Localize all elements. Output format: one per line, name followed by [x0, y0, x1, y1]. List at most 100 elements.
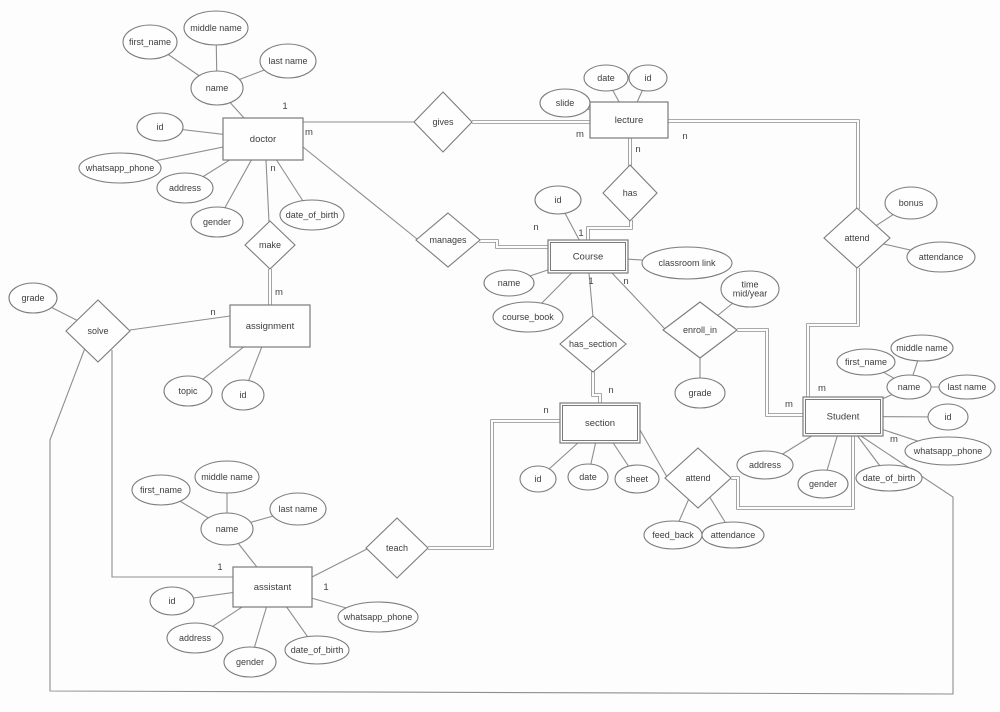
attribute-assistant-date-of-birth	[284, 635, 350, 665]
attribute-label-assignment-id: id	[239, 390, 246, 400]
edge-course-has-section	[588, 272, 594, 318]
entity-label-section: section	[585, 418, 615, 429]
attribute-student-middle-name	[890, 334, 954, 362]
attribute-doctor-gender	[190, 206, 244, 238]
attribute-doctor-date-of-birth	[279, 199, 345, 231]
edge-section-attend-bottom	[639, 429, 668, 478]
relationship-label-attend-top: attend	[844, 233, 869, 243]
attribute-label-doctor-first-name: first_name	[129, 37, 171, 47]
cardinality-doctor-manages: m	[305, 127, 313, 138]
attribute-assistant-address	[166, 622, 224, 654]
attribute-label-doctor-id: id	[156, 122, 163, 132]
attribute-label-student-middle-name: middle name	[896, 343, 948, 353]
attribute-label-doctor-gender: gender	[203, 217, 231, 227]
attribute-attend-top-attendance	[906, 241, 976, 273]
attribute-lecture-slide	[539, 88, 591, 118]
cardinality-doctor-gives: 1	[282, 101, 287, 112]
attribute-label-assistant-address: address	[179, 633, 212, 643]
edges-layer	[49, 119, 954, 695]
attribute-label-lecture-date: date	[597, 73, 615, 83]
attribute-section-sheet	[614, 464, 660, 494]
attribute-label-student-id: id	[944, 412, 951, 422]
relationship-enroll-in	[662, 301, 738, 359]
attribute-attend-top-bonus	[884, 186, 938, 220]
relationship-label-has-section: has_section	[569, 339, 617, 349]
entity-course	[547, 239, 629, 274]
attribute-label-student-whatsapp-phone: whatsapp_phone	[913, 446, 983, 456]
attribute-label-lecture-id: id	[644, 73, 651, 83]
attribute-assistant-name	[200, 512, 254, 546]
attribute-assistant-id	[149, 586, 195, 616]
attribute-attend-bottom-attendance	[701, 521, 765, 549]
cardinality-course-enroll-in: n	[623, 276, 628, 287]
attribute-course-name	[483, 269, 535, 297]
relationship-label-teach: teach	[386, 543, 408, 553]
edge-solve-assignment	[129, 315, 231, 331]
attribute-label-assistant-gender: gender	[236, 657, 264, 667]
cardinality-course-has: 1	[578, 228, 583, 239]
cardinality-section-has-section: n	[608, 385, 613, 396]
attribute-label-attend-top-bonus: bonus	[899, 198, 924, 208]
relationship-label-make: make	[259, 240, 281, 250]
attribute-enroll-in-time-mid-year	[720, 270, 780, 308]
attribute-label-doctor-address: address	[169, 183, 202, 193]
edge-solve-assistant	[111, 350, 233, 578]
attribute-solve-grade	[8, 282, 58, 314]
attribute-lecture-id	[628, 64, 668, 92]
attribute-label-section-id: id	[534, 474, 541, 484]
attribute-assistant-first-name	[131, 474, 191, 506]
entity-label-doctor: doctor	[250, 134, 276, 145]
attribute-student-last-name	[938, 374, 996, 400]
relationship-make	[244, 220, 296, 270]
attribute-assistant-middle-name	[194, 460, 260, 494]
attribute-label-student-first-name: first_name	[845, 357, 887, 367]
attribute-student-gender	[797, 469, 849, 499]
attribute-label-assistant-id: id	[168, 596, 175, 606]
attribute-label-section-date: date	[579, 472, 597, 482]
entity-assignment	[229, 304, 311, 348]
attribute-label-doctor-name: name	[206, 83, 229, 93]
attribute-course-course-book	[492, 301, 564, 333]
attribute-label-student-name: name	[898, 382, 921, 392]
attribute-section-date	[567, 463, 609, 491]
attribute-label-enroll-in-grade: grade	[688, 388, 711, 398]
relationship-gives	[413, 91, 473, 153]
cardinality-lecture-gives: m	[576, 129, 584, 140]
edge-has-section-section	[591, 371, 602, 403]
cardinality-assignment-solve: n	[210, 307, 215, 318]
attribute-assistant-whatsapp-phone	[337, 601, 419, 633]
attribute-label-solve-grade: grade	[21, 293, 44, 303]
cardinality-lecture-has: n	[635, 144, 640, 155]
shapes-layer	[8, 10, 996, 678]
cardinality-student-attend: m	[818, 383, 826, 394]
attribute-doctor-whatsapp-phone	[78, 152, 162, 184]
cardinality-course-has-section: 1	[588, 276, 593, 287]
entity-label-course: Course	[573, 252, 604, 263]
relationship-solve	[65, 299, 131, 363]
attribute-doctor-first-name	[122, 24, 178, 60]
edge-manages-course	[479, 239, 548, 249]
attribute-label-student-gender: gender	[809, 479, 837, 489]
cardinality-section-teach: n	[543, 405, 548, 416]
attribute-doctor-last-name	[259, 43, 317, 79]
attribute-label-assistant-name: name	[216, 524, 239, 534]
entity-lecture	[589, 101, 669, 139]
attribute-label-assistant-middle-name: middle name	[201, 472, 253, 482]
labels-layer: doctorlectureCourseassignmentsectionStud…	[21, 23, 986, 667]
cardinality-assistant-teach: 1	[323, 582, 328, 593]
attribute-doctor-id	[136, 112, 184, 142]
cardinality-assistant-solve: 1	[217, 562, 222, 573]
attribute-student-whatsapp-phone	[904, 436, 992, 466]
relationship-attend-top	[823, 207, 891, 269]
entity-assistant	[232, 566, 313, 608]
attribute-assistant-gender	[223, 646, 277, 678]
cardinality-doctor-make: n	[270, 163, 275, 174]
edge-doctor-make	[265, 159, 270, 223]
relationship-label-enroll-in: enroll_in	[683, 325, 717, 335]
entity-doctor	[222, 117, 304, 161]
attribute-assistant-last-name	[269, 492, 327, 526]
attribute-label-attend-bottom-attendance: attendance	[711, 530, 756, 540]
attribute-label-assistant-date-of-birth: date_of_birth	[291, 645, 344, 655]
attribute-label-attend-bottom-feed-back: feed_back	[652, 530, 694, 540]
